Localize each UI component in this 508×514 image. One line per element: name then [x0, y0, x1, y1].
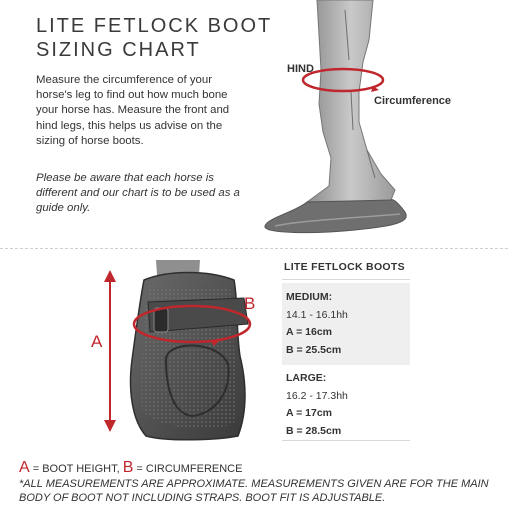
table-title: LITE FETLOCK BOOTS [284, 261, 405, 273]
size-medium: MEDIUM: 14.1 - 16.1hh A = 16cm B = 25.5c… [282, 283, 410, 365]
size-large: LARGE: 16.2 - 17.3hh A = 17cm B = 28.5cm [282, 364, 410, 446]
description-text: Measure the circumference of your horse'… [36, 74, 230, 147]
boot-height-letter: A [91, 332, 103, 351]
circumference-ring [301, 67, 385, 93]
size-name: LARGE: [286, 372, 327, 384]
size-name: MEDIUM: [286, 291, 333, 303]
legend-a-letter: A [19, 459, 30, 476]
boot-illustration [104, 260, 252, 441]
circumference-label: Circumference [374, 95, 452, 107]
footnote: *ALL MEASUREMENTS ARE APPROXIMATE. MEASU… [19, 478, 489, 504]
size-circumference: B = 25.5cm [286, 343, 342, 356]
page-title: LITE FETLOCK BOOT SIZING CHART [36, 14, 272, 62]
guide-note: Please be aware that each horse is diffe… [36, 172, 240, 215]
legend-a-text: = BOOT HEIGHT, [29, 463, 123, 475]
size-circumference: B = 28.5cm [286, 424, 342, 437]
title-line-2: SIZING CHART [36, 39, 201, 61]
table-rule-bottom [282, 440, 410, 441]
size-height: A = 16cm [286, 326, 333, 338]
legend-b-text: = CIRCUMFERENCE [133, 463, 243, 475]
hind-label: HIND [287, 63, 314, 75]
size-range: 14.1 - 16.1hh [286, 308, 348, 321]
legend-b-letter: B [122, 459, 134, 476]
table-rule [282, 279, 410, 280]
section-divider [0, 248, 508, 249]
horse-leg-illustration [264, 0, 407, 234]
size-height: A = 17cm [286, 407, 333, 419]
title-line-1: LITE FETLOCK BOOT [36, 15, 273, 37]
dimension-legend: A = BOOT HEIGHT, B = CIRCUMFERENCE [19, 459, 242, 477]
boot-circumference-ring [132, 304, 252, 344]
circumference-letter: B [244, 294, 256, 313]
size-range: 16.2 - 17.3hh [286, 389, 348, 402]
